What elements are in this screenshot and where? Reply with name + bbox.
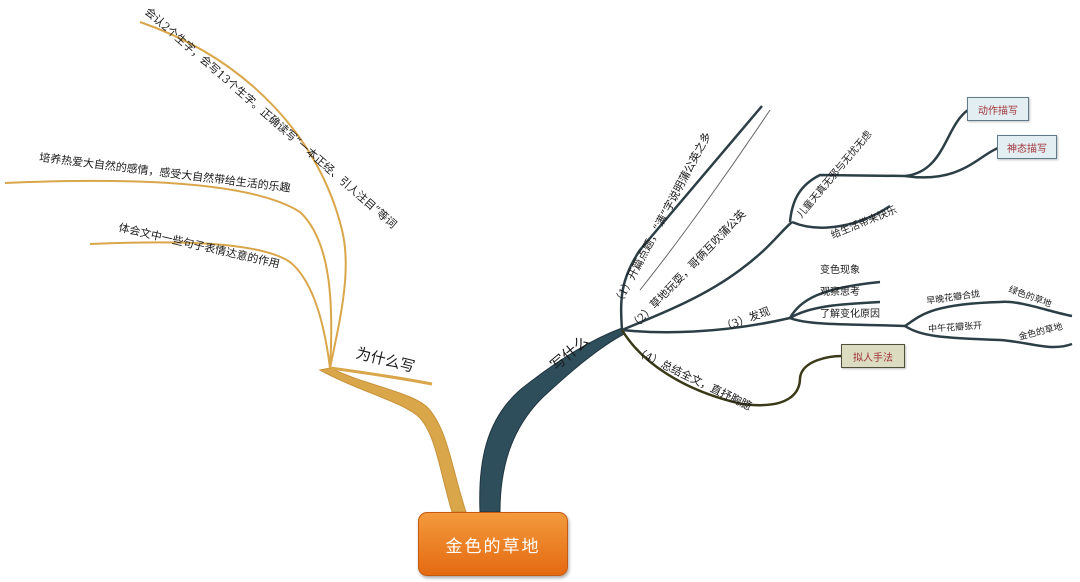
tag-action-description[interactable]: 动作描写: [967, 97, 1029, 121]
b3-c1-label[interactable]: 变色现象: [820, 265, 860, 276]
tag-personification[interactable]: 拟人手法: [841, 344, 905, 368]
b3-c3-line: [789, 316, 906, 328]
c1-tag2-line: [904, 146, 999, 179]
left-branch-2-line: [4, 179, 333, 369]
b3-c2-label[interactable]: 观察思考: [820, 287, 860, 298]
root-node[interactable]: 金色的草地: [418, 512, 568, 576]
b3-c3-label[interactable]: 了解变化原因: [820, 309, 880, 320]
b3-line: [621, 316, 791, 334]
d2-line: [904, 324, 1001, 342]
left-main-branch: [318, 367, 467, 513]
left-branch-1-line: [139, 21, 347, 369]
tag-expression-description[interactable]: 神态描写: [997, 135, 1057, 159]
b1-thin-line: [639, 109, 771, 291]
c1-line: [788, 173, 906, 223]
d1-result-line: [999, 300, 1073, 318]
left-title-underline: [329, 366, 433, 386]
b3-c1-line: [788, 280, 881, 319]
b3-c2-line: [789, 300, 881, 320]
left-branch-3-line: [89, 241, 331, 369]
b2-line: [621, 221, 793, 332]
b1-line: [619, 105, 763, 331]
c2-line: [791, 204, 891, 229]
b4-line: [620, 329, 843, 407]
d1-line: [904, 300, 1001, 328]
c1-tag1-line: [904, 108, 969, 178]
d2-result-line: [999, 338, 1073, 349]
